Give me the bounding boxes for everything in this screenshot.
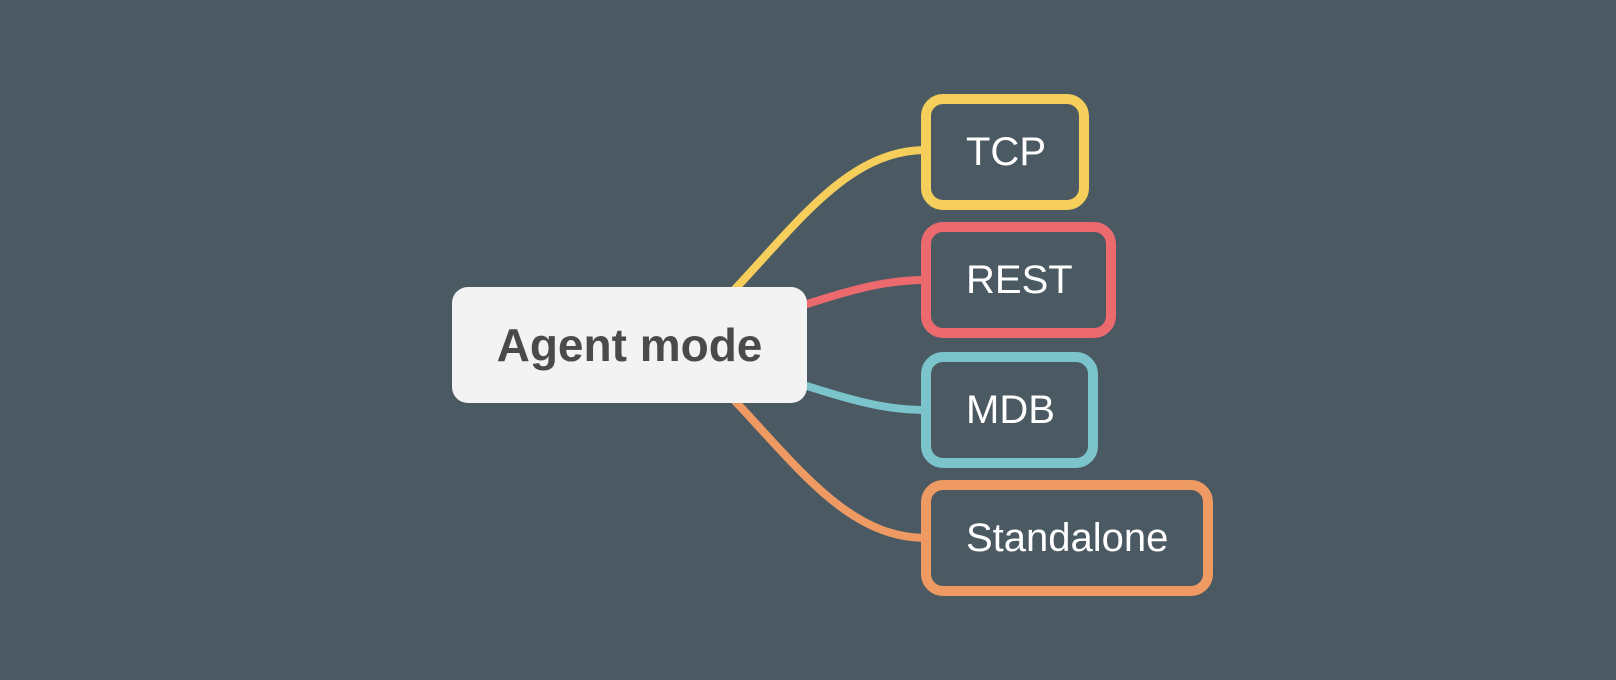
child-node-label: Standalone bbox=[966, 515, 1169, 560]
child-node-label: MDB bbox=[966, 387, 1055, 432]
child-node-tcp[interactable]: TCP bbox=[921, 94, 1089, 210]
child-node-rest[interactable]: REST bbox=[921, 222, 1116, 338]
connector-mdb bbox=[803, 382, 930, 414]
root-node-agent-mode[interactable]: Agent mode bbox=[452, 287, 807, 403]
connector-standalone bbox=[731, 397, 930, 542]
connector-rest bbox=[803, 276, 930, 308]
child-node-label: REST bbox=[966, 257, 1073, 302]
child-node-mdb[interactable]: MDB bbox=[921, 352, 1098, 468]
root-node-label: Agent mode bbox=[496, 319, 763, 371]
child-node-label: TCP bbox=[966, 129, 1046, 174]
connector-tcp bbox=[731, 146, 930, 293]
child-node-standalone[interactable]: Standalone bbox=[921, 480, 1213, 596]
